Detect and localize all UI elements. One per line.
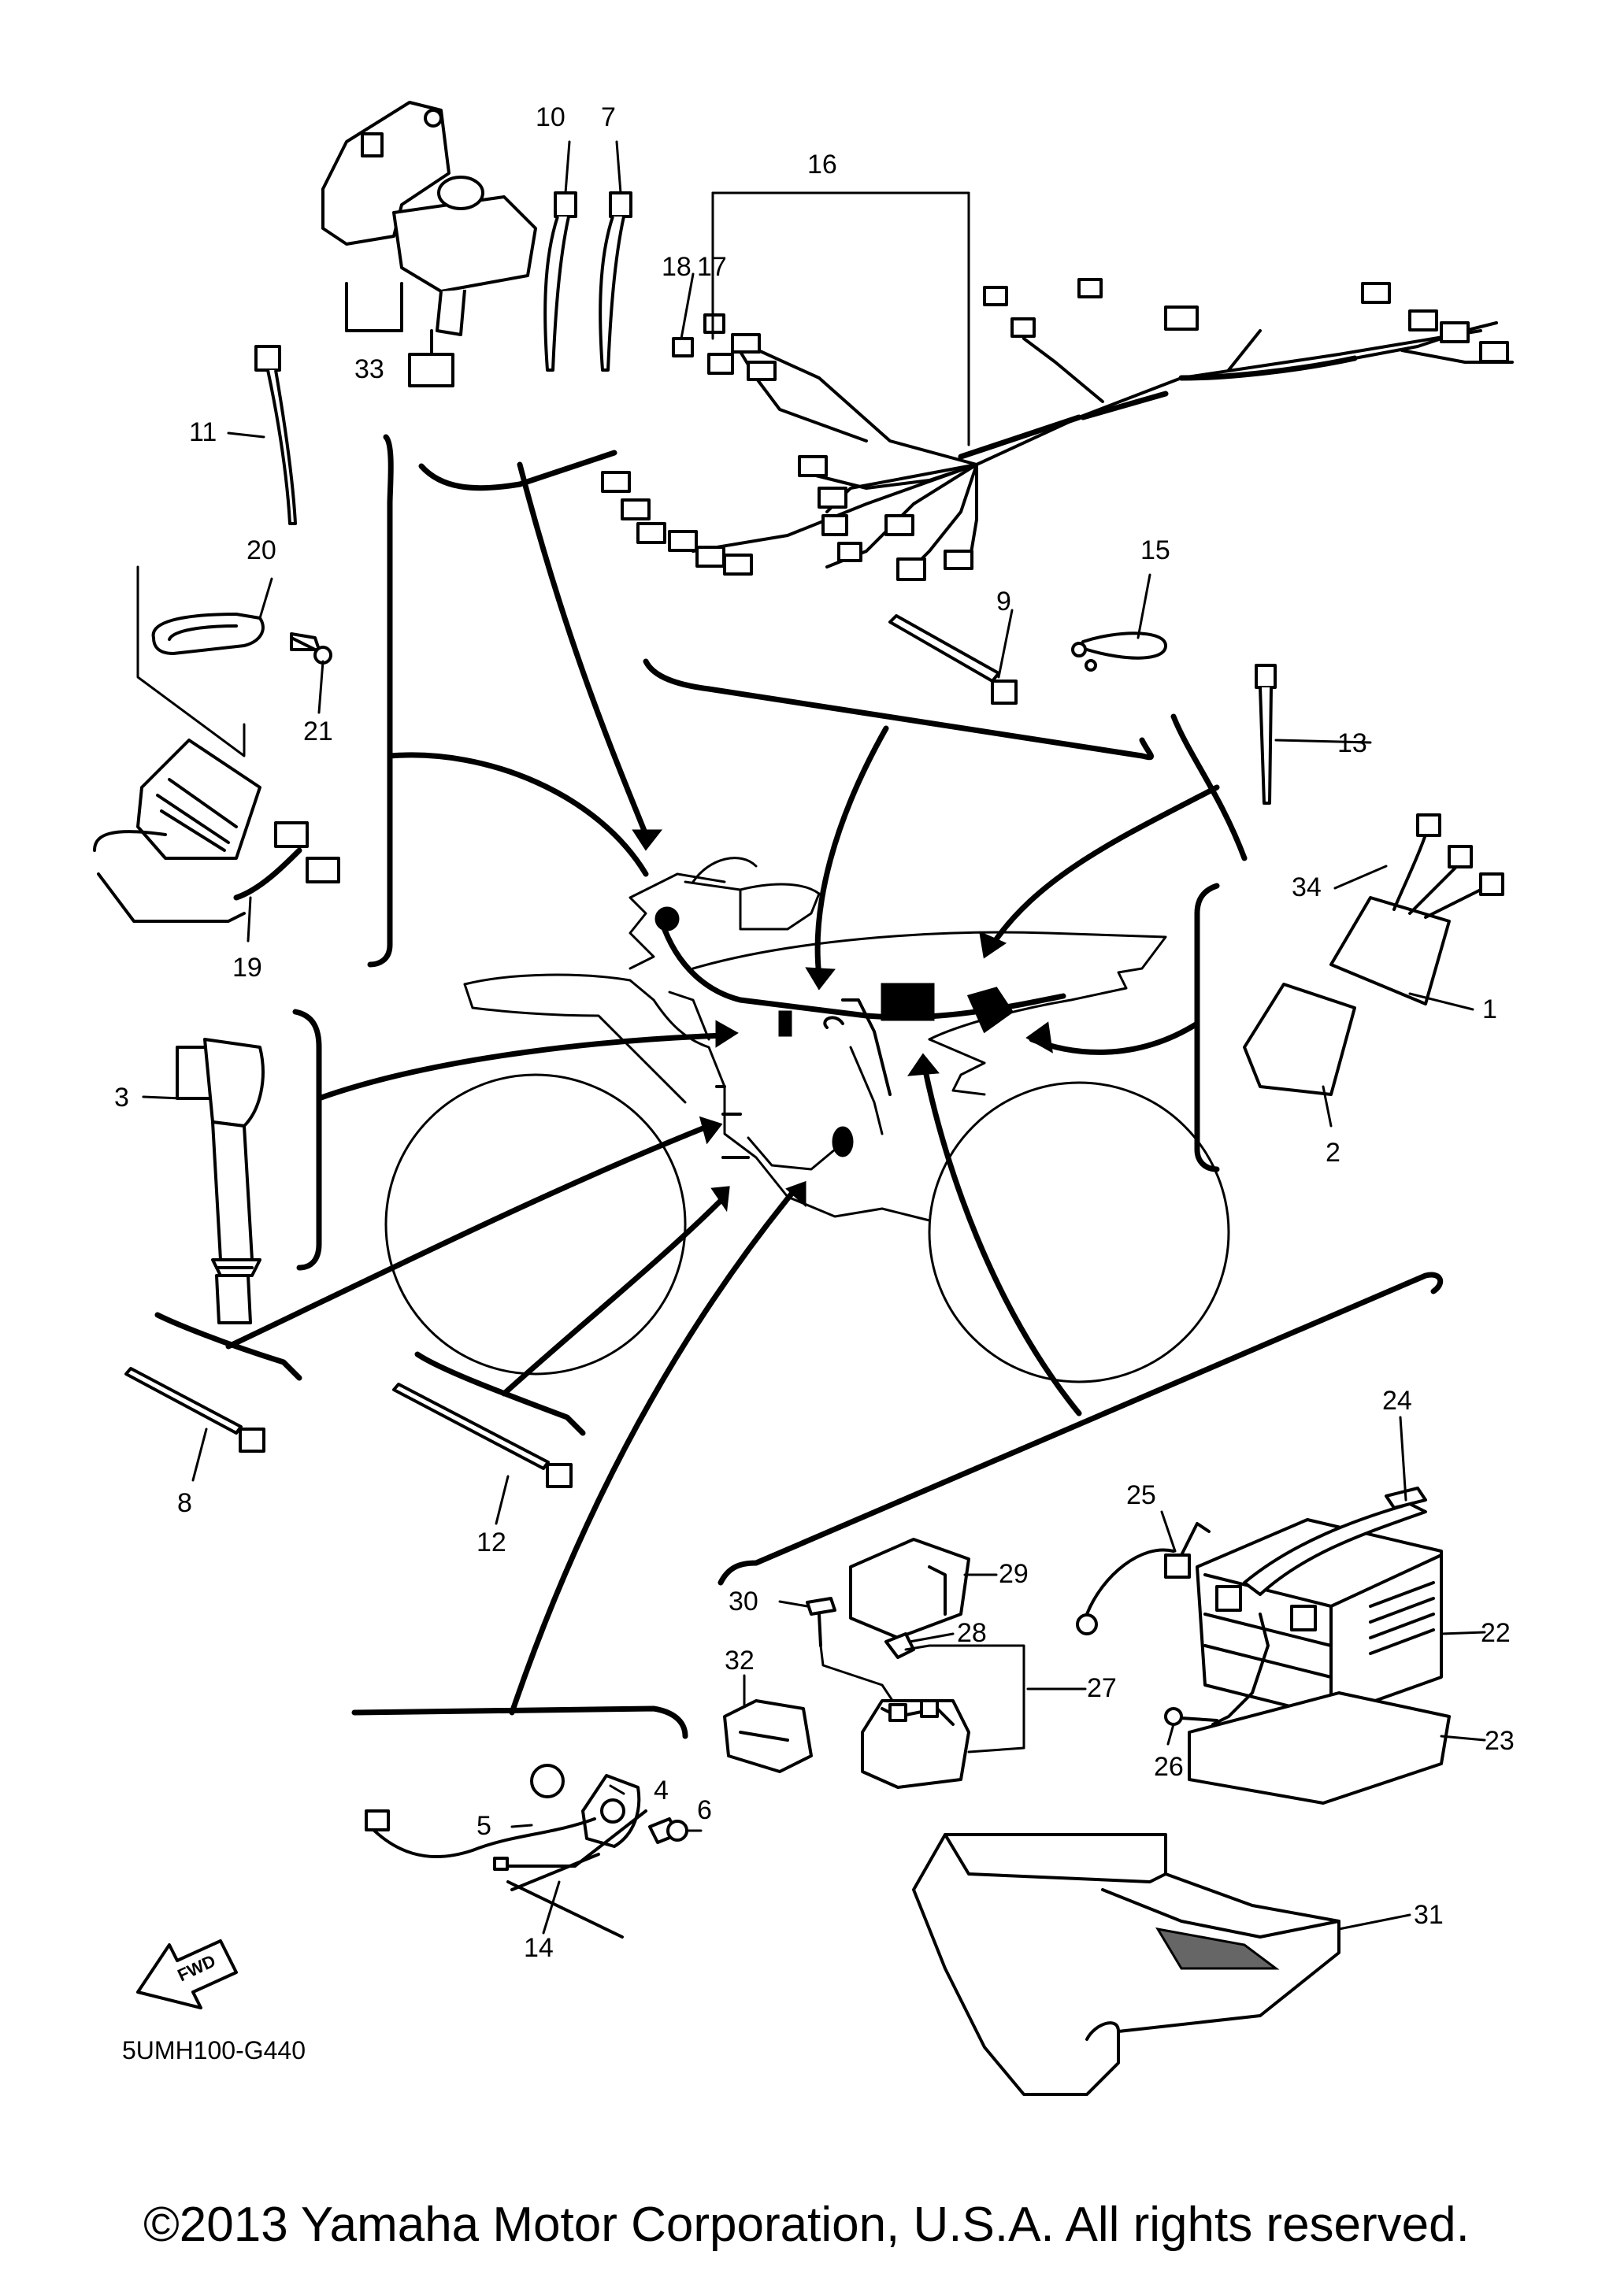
callout-2: 2 [1326,1138,1340,1168]
copyright-notice: ©2013 Yamaha Motor Corporation, U.S.A. A… [143,2198,1470,2252]
callout-34: 34 [1292,872,1322,902]
callout-4: 4 [654,1776,669,1805]
diagram-code: 5UMH100-G440 [122,2036,306,2065]
callout-11: 11 [189,417,217,447]
part-16-wire-harness [601,278,1514,581]
callout-30: 30 [729,1587,758,1616]
part-20-21-bracket [136,565,332,757]
callout-14: 14 [524,1933,554,1963]
callout-23: 23 [1485,1726,1515,1756]
clamp-15 [1071,631,1167,672]
callout-9: 9 [996,587,1011,617]
callout-24: 24 [1382,1386,1412,1416]
callout-32: 32 [725,1646,755,1676]
callout-27: 27 [1087,1673,1117,1703]
part-4-5-6-14-switch [365,1764,688,1939]
battery-group [723,1487,1451,2096]
cable-tie-12 [392,1383,573,1488]
callout-7: 7 [601,102,616,132]
callout-25: 25 [1126,1480,1156,1510]
callout-labels: 1 2 3 4 5 6 7 8 9 10 11 12 13 14 15 16 1… [114,102,1515,1963]
callout-18: 18 [662,252,692,282]
callout-17: 17 [697,252,727,282]
cable-tie-8 [124,1367,265,1453]
callout-28: 28 [957,1618,987,1648]
part-19-rectifier [93,739,340,923]
callout-10: 10 [536,102,565,132]
callout-8: 8 [177,1488,192,1518]
fwd-arrow-icon: FWD [136,1939,238,2009]
arrow-heads [632,829,1053,1213]
callout-6: 6 [697,1795,712,1825]
callout-21: 21 [303,717,333,746]
callout-26: 26 [1154,1752,1184,1782]
callout-33: 33 [354,354,384,384]
callout-5: 5 [476,1811,491,1841]
callout-20: 20 [247,535,276,565]
group-leaders [154,434,1444,1739]
part-34-1-2-modules [1243,813,1504,1096]
callout-31: 31 [1414,1900,1444,1930]
callout-29: 29 [999,1559,1029,1589]
cable-tie-11 [254,345,297,525]
callout-12: 12 [476,1528,506,1557]
callout-13: 13 [1337,728,1367,758]
callout-19: 19 [232,953,262,983]
callout-1: 1 [1482,994,1497,1024]
part-33-relay-bracket [321,101,537,387]
callout-16: 16 [807,150,837,180]
cable-tie-9 [888,614,1018,705]
cable-tie-13 [1255,664,1277,805]
callout-3: 3 [114,1083,129,1113]
frame-markers [654,857,1066,1171]
motorcycle-outline [384,872,1230,1383]
part-3-ignition-coil [176,1038,265,1324]
callout-22: 22 [1481,1618,1511,1648]
cable-ties-10-7 [543,191,632,372]
callout-15: 15 [1140,535,1170,565]
callout-leaders [142,140,1486,1935]
